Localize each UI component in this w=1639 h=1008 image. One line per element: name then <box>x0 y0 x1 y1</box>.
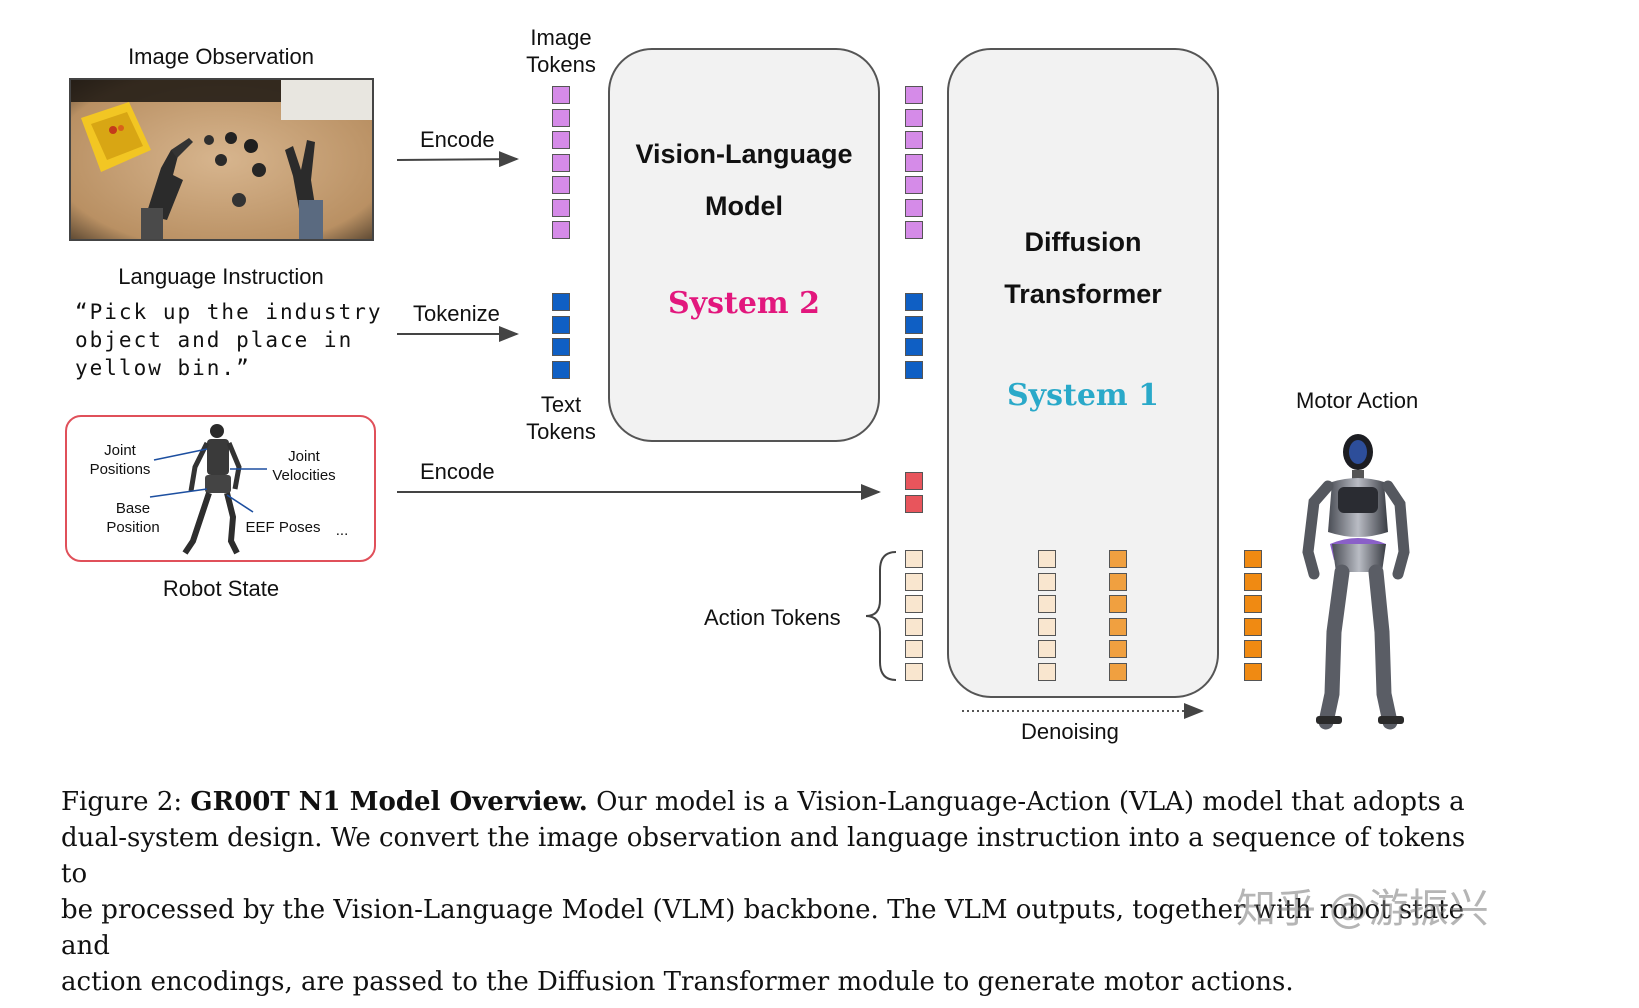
caption-line-1: Figure 2: GR00T N1 Model Overview. Our m… <box>61 784 1486 820</box>
system-2-label: System 2 <box>668 286 820 321</box>
image-token <box>905 86 923 104</box>
image-token <box>905 176 923 194</box>
system-1-label: System 1 <box>1007 378 1159 413</box>
image-observation-label: Image Observation <box>128 44 314 69</box>
motor-action-token <box>1244 572 1262 591</box>
denoised-action-token <box>1109 662 1127 681</box>
text-token <box>552 360 570 379</box>
motor-action-token <box>1244 550 1262 568</box>
image-token <box>552 86 570 104</box>
watermark-text: 知乎 @游振兴 <box>1236 886 1489 932</box>
image-token <box>552 221 570 239</box>
action-token <box>905 572 923 591</box>
denoising-label: Denoising <box>1021 719 1119 744</box>
action-token <box>905 640 923 658</box>
eef-poses-label: EEF Poses <box>245 519 321 536</box>
language-instruction-label: Language Instruction <box>118 264 324 289</box>
motor-action-token <box>1244 640 1262 658</box>
vlm-panel: Vision-Language Model System 2 <box>608 48 880 442</box>
denoised-action-token <box>1109 550 1127 568</box>
noisy-action-token <box>1038 617 1056 636</box>
joint-velocities-label: Joint Velocities <box>272 448 336 484</box>
robot-state-label: Robot State <box>162 576 280 601</box>
denoised-action-token <box>1109 595 1127 613</box>
robot-state-figure <box>149 424 267 555</box>
image-tokens-label: Image Tokens <box>526 25 596 77</box>
text-token <box>905 338 923 356</box>
caption-line-3: be processed by the Vision-Language Mode… <box>61 895 1464 961</box>
image-token <box>552 198 570 217</box>
denoised-action-token <box>1109 617 1127 636</box>
image-token <box>552 131 570 149</box>
encode-image-arrow <box>396 151 519 168</box>
image-token <box>905 108 923 127</box>
action-tokens-label: Action Tokens <box>704 605 841 630</box>
text-token <box>552 293 570 311</box>
action-tokens-brace <box>865 551 897 681</box>
state-token <box>905 472 923 490</box>
motor-action-label: Motor Action <box>1296 388 1419 413</box>
action-token <box>905 662 923 681</box>
caption-title: GR00T N1 Model Overview. <box>190 787 588 817</box>
base-position-label: Base Position <box>106 500 160 536</box>
dit-panel: Diffusion Transformer System 1 <box>947 48 1219 698</box>
text-token <box>552 315 570 334</box>
text-tokens-label: Text Tokens <box>526 392 596 444</box>
text-token <box>905 360 923 379</box>
robot-hands-photo-image <box>71 80 372 239</box>
image-token <box>552 108 570 127</box>
vlm-title-line2: Model <box>705 191 783 221</box>
image-token <box>905 131 923 149</box>
action-token <box>905 550 923 568</box>
vlm-title-line1: Vision-Language <box>635 139 853 169</box>
action-token <box>905 617 923 636</box>
humanoid-robot-image <box>1302 434 1410 730</box>
ellipsis-label: ... <box>335 522 349 539</box>
noisy-action-token <box>1038 550 1056 568</box>
noisy-action-token <box>1038 640 1056 658</box>
denoised-action-token <box>1109 572 1127 591</box>
image-token <box>552 153 570 172</box>
motor-action-token <box>1244 617 1262 636</box>
image-token <box>905 221 923 239</box>
tokenize-label: Tokenize <box>413 301 500 326</box>
motor-action-token <box>1244 662 1262 681</box>
text-token <box>905 315 923 334</box>
noisy-action-token <box>1038 662 1056 681</box>
state-token <box>905 494 923 513</box>
caption-line-2: dual-system design. We convert the image… <box>61 823 1466 889</box>
encode-image-label: Encode <box>420 127 495 152</box>
text-token <box>905 293 923 311</box>
dit-title-line2: Transformer <box>1004 279 1162 309</box>
motor-action-token <box>1244 595 1262 613</box>
text-token <box>552 338 570 356</box>
noisy-action-token <box>1038 572 1056 591</box>
dit-title-line1: Diffusion <box>1024 227 1142 257</box>
action-token <box>905 595 923 613</box>
caption-line-1-rest: Our model is a Vision-Language-Action (V… <box>587 787 1465 817</box>
figure-caption: Figure 2: GR00T N1 Model Overview. Our m… <box>61 784 1486 1000</box>
image-observation-photo <box>69 78 374 241</box>
joint-positions-label: Joint Positions <box>89 442 151 478</box>
robot-state-box: Joint Positions Joint Velocities Base Po… <box>65 415 376 562</box>
caption-line-4: action encodings, are passed to the Diff… <box>61 967 1294 997</box>
image-token <box>552 176 570 194</box>
caption-figure-label: Figure 2: <box>61 787 191 817</box>
encode-state-label: Encode <box>420 459 495 484</box>
noisy-action-token <box>1038 595 1056 613</box>
image-token <box>905 198 923 217</box>
language-instruction-text: “Pick up the industry object and place i… <box>75 300 383 380</box>
image-token <box>905 153 923 172</box>
denoised-action-token <box>1109 640 1127 658</box>
